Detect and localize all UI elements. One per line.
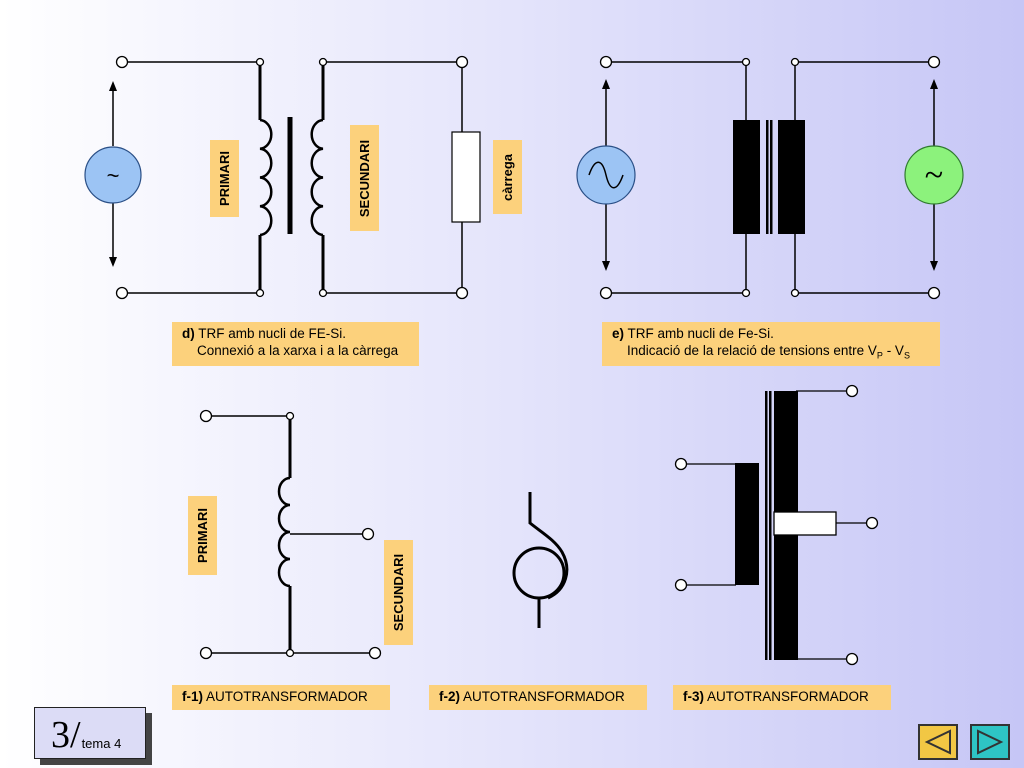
diagram-f1-secondary-label: SECUNDARI (384, 540, 413, 645)
diagram-e-core (733, 120, 805, 234)
diagram-f1-terminals (199, 409, 382, 660)
diagram-d-primary-label: PRIMARI (210, 140, 239, 217)
diagram-f1-primary-label: PRIMARI (188, 496, 217, 575)
diagram-d-secondary-label: SECUNDARI (350, 125, 379, 231)
page-number-box: 3/ tema 4 (34, 707, 146, 759)
page-number: 3/ (51, 714, 81, 756)
diagram-d-source-symbol: ~ (107, 163, 120, 188)
diagram-f3-core (735, 391, 798, 660)
diagram-d-transformer (109, 61, 481, 294)
diagram-f2-autotransformer-symbol (512, 492, 569, 628)
diagram-e-output-symbol: ~ (925, 157, 943, 194)
diagram-d-terminals (115, 55, 469, 300)
diagram-e-terminals (599, 55, 941, 300)
diagram-e-transformer (602, 61, 938, 294)
triangle-right-icon (977, 729, 1004, 755)
diagram-d-load-label: càrrega (493, 140, 522, 214)
diagram-f1-autotransformer (206, 415, 375, 654)
diagram-d-source (84, 146, 142, 204)
diagram-e-output-source (904, 145, 964, 205)
diagram-f1-caption: f-1) AUTOTRANSFORMADOR (172, 685, 390, 710)
diagram-f3-caption: f-3) AUTOTRANSFORMADOR (673, 685, 891, 710)
diagram-e-input-source (576, 145, 636, 205)
previous-slide-button[interactable] (918, 724, 958, 760)
next-slide-button[interactable] (970, 724, 1010, 760)
diagram-f3-terminals (674, 384, 879, 666)
diagram-f3-autotransformer (681, 390, 872, 660)
triangle-left-icon (924, 729, 951, 755)
diagram-d-caption: d) TRF amb nucli de FE-Si. Connexió a la… (172, 322, 419, 366)
diagram-e-caption: e) TRF amb nucli de Fe-Si. Indicació de … (602, 322, 940, 366)
page-subtitle: tema 4 (81, 736, 122, 751)
diagram-f2-caption: f-2) AUTOTRANSFORMADOR (429, 685, 647, 710)
